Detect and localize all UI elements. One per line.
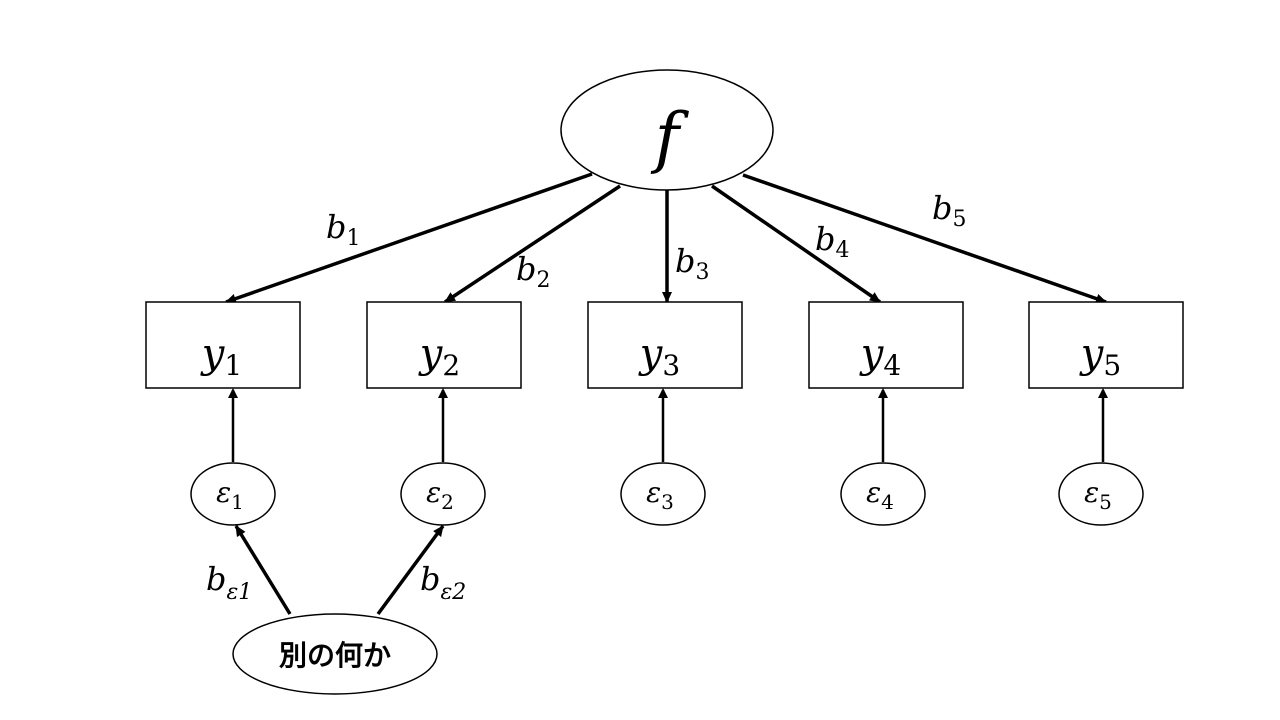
error-e3: ε3 bbox=[620, 462, 706, 526]
error-e1-base: ε bbox=[216, 476, 231, 509]
error-e4-sub: 4 bbox=[881, 490, 894, 514]
observed-y1-sub: 1 bbox=[224, 349, 242, 382]
edge-other-e2 bbox=[376, 524, 445, 616]
edge-f-y2 bbox=[444, 184, 621, 304]
error-e3-base: ε bbox=[646, 476, 661, 509]
error-e2-sub: 2 bbox=[441, 490, 454, 514]
svg-text:y3: y3 bbox=[638, 331, 680, 382]
other-node: 別の何か bbox=[232, 613, 438, 695]
observed-y5-sub: 5 bbox=[1103, 349, 1121, 382]
svg-text:y2: y2 bbox=[418, 331, 460, 382]
svg-text:y4: y4 bbox=[859, 331, 901, 382]
observed-y3-sub: 3 bbox=[662, 349, 680, 382]
error-e5-base: ε bbox=[1084, 476, 1099, 509]
loading-label-b3: b3 bbox=[675, 242, 709, 285]
error-e2: ε2 bbox=[400, 462, 486, 526]
edge-f-y5 bbox=[742, 173, 1107, 304]
edge-other-e1 bbox=[234, 525, 292, 615]
loading-label-b4: b4 bbox=[815, 220, 849, 263]
svg-text:y5: y5 bbox=[1079, 331, 1121, 382]
factor-node: f bbox=[560, 69, 774, 191]
svg-text:ε3: ε3 bbox=[646, 476, 674, 514]
svg-text:ε4: ε4 bbox=[866, 476, 894, 514]
observed-y5-base: y bbox=[1079, 331, 1105, 377]
error-e5: ε5 bbox=[1058, 462, 1144, 526]
svg-text:ε2: ε2 bbox=[426, 476, 454, 514]
error-e2-base: ε bbox=[426, 476, 441, 509]
error-e3-sub: 3 bbox=[661, 490, 674, 514]
path-label-be1: bε1 bbox=[206, 560, 252, 605]
error-edges bbox=[228, 388, 1108, 462]
observed-y5: y5 bbox=[1028, 301, 1184, 389]
svg-text:ε1: ε1 bbox=[216, 476, 244, 514]
observed-y2-base: y bbox=[418, 331, 444, 377]
svg-text:y1: y1 bbox=[200, 331, 242, 382]
observed-y1: y1 bbox=[145, 301, 301, 389]
observed-y4-sub: 4 bbox=[883, 349, 901, 382]
other-edges bbox=[234, 524, 445, 616]
observed-y4: y4 bbox=[808, 301, 964, 389]
observed-y4-base: y bbox=[859, 331, 885, 377]
observed-y1-base: y bbox=[200, 331, 226, 377]
path-label-be2: bε2 bbox=[420, 560, 466, 605]
observed-y3: y3 bbox=[587, 301, 743, 389]
observed-y2: y2 bbox=[366, 301, 522, 389]
loading-label-b2: b2 bbox=[516, 250, 550, 293]
loading-edges bbox=[225, 172, 1107, 304]
error-e4-base: ε bbox=[866, 476, 881, 509]
error-e1-sub: 1 bbox=[231, 490, 244, 514]
error-e4: ε4 bbox=[840, 462, 926, 526]
error-e5-sub: 5 bbox=[1099, 490, 1112, 514]
observed-y3-base: y bbox=[638, 331, 664, 377]
error-e1: ε1 bbox=[190, 462, 276, 526]
loading-label-b5: b5 bbox=[932, 189, 966, 232]
edge-f-y4 bbox=[711, 184, 881, 304]
other-path-labels: bε1 bε2 bbox=[206, 560, 466, 605]
svg-text:ε5: ε5 bbox=[1084, 476, 1112, 514]
loading-label-b1: b1 bbox=[326, 208, 360, 251]
other-label: 別の何か bbox=[279, 639, 391, 672]
loading-labels: b1 b2 b3 b4 b5 bbox=[326, 189, 966, 293]
observed-y2-sub: 2 bbox=[442, 349, 460, 382]
edge-f-y1 bbox=[225, 172, 593, 304]
